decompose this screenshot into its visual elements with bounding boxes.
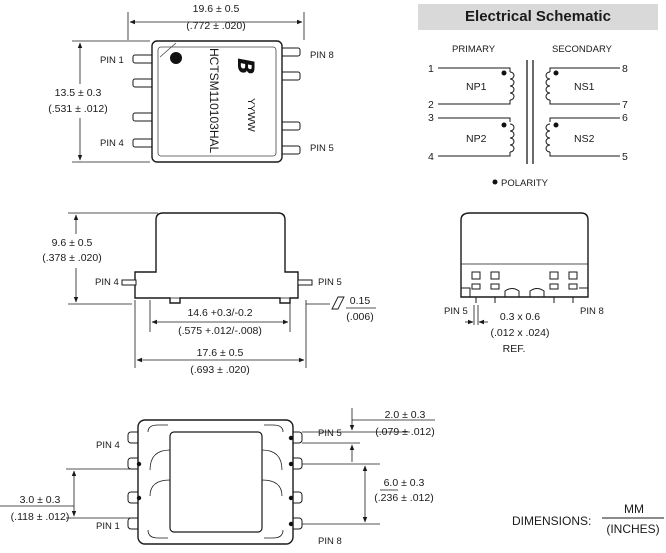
side-pin4-label: PIN 4 <box>95 277 119 288</box>
span-mm: 6.0 ± 0.3 <box>384 477 425 489</box>
bottom-body <box>137 419 294 545</box>
bottom-pin4-label: PIN 4 <box>96 440 120 451</box>
side-inner-mm: 14.6 +0.3/-0.2 <box>187 307 252 319</box>
top-pin5-label: PIN 5 <box>310 143 334 154</box>
side-lead-right <box>297 279 313 286</box>
schem-pin-1: 1 <box>428 63 434 75</box>
bottom-pin5-label: PIN 5 <box>318 428 342 439</box>
schem-pin-4: 4 <box>428 151 434 163</box>
pitch-mm: 2.0 ± 0.3 <box>385 409 426 421</box>
coil-ns1 <box>545 71 551 101</box>
end-pin5-label: PIN 5 <box>444 306 468 317</box>
units-mm: MM <box>624 502 644 516</box>
secondary-label: SECONDARY <box>552 44 613 55</box>
coil-np2 <box>509 123 515 153</box>
primary-label: PRIMARY <box>452 44 496 55</box>
side-outer-mm: 17.6 ± 0.5 <box>197 347 244 359</box>
end-view: PIN 5 PIN 8 0.3 x 0.6 (.012 x .024) REF. <box>444 212 604 355</box>
schem-pin-6: 6 <box>622 112 628 124</box>
lead-size-mm: 0.3 x 0.6 <box>500 311 540 323</box>
units-in: (INCHES) <box>606 522 659 536</box>
span-in: (.236 ± .012) <box>374 492 433 504</box>
polarity-label: POLARITY <box>501 178 549 189</box>
pitch-in: (.079 ± .012) <box>375 426 434 438</box>
flatness-icon <box>331 296 345 310</box>
top-body <box>151 40 283 163</box>
top-width-mm: 19.6 ± 0.5 <box>193 3 240 15</box>
flatness-in: (.006) <box>346 311 373 323</box>
label-np1: NP1 <box>466 81 487 93</box>
edge-mm: 3.0 ± 0.3 <box>20 494 61 506</box>
top-pin4-label: PIN 4 <box>100 138 124 149</box>
side-height-in: (.378 ± .020) <box>42 252 101 264</box>
schem-pin-2: 2 <box>428 99 434 111</box>
top-pin8-label: PIN 8 <box>310 50 334 61</box>
schem-pin-5: 5 <box>622 151 628 163</box>
label-ns2: NS2 <box>574 133 595 145</box>
flatness-mm: 0.15 <box>350 295 371 307</box>
lead-size-in: (.012 x .024) <box>491 327 550 339</box>
top-height-mm: 13.5 ± 0.3 <box>55 87 102 99</box>
label-np2: NP2 <box>466 133 487 145</box>
pin1-dot <box>170 52 182 64</box>
top-height-in: (.531 ± .012) <box>48 103 107 115</box>
coil-ns2 <box>545 123 551 153</box>
top-width-in: (.772 ± .020) <box>186 20 245 32</box>
units-legend: DIMENSIONS: MM (INCHES) <box>512 502 664 536</box>
brand-logo: B <box>232 58 257 75</box>
top-pin1-label: PIN 1 <box>100 55 124 66</box>
side-view: 9.6 ± 0.5 (.378 ± .020) PIN 4 PIN 5 14.6… <box>42 212 376 376</box>
bottom-pin1-label: PIN 1 <box>96 521 120 532</box>
schem-pin-8: 8 <box>622 63 628 75</box>
end-pin8-label: PIN 8 <box>580 306 604 317</box>
top-view: 19.6 ± 0.5 (.772 ± .020) 13.5 ± 0.3 (.53… <box>48 3 334 163</box>
lead-size-ref: REF. <box>503 343 526 355</box>
coil-np1 <box>509 71 515 101</box>
units-label: DIMENSIONS: <box>512 514 591 528</box>
schematic: PRIMARY SECONDARY 1 2 3 4 5 6 7 8 <box>428 44 628 189</box>
side-outer-in: (.693 ± .020) <box>190 364 249 376</box>
side-pin5-label: PIN 5 <box>318 277 342 288</box>
schem-pin-7: 7 <box>622 99 628 111</box>
date-code: YYWW <box>245 98 257 132</box>
label-ns1: NS1 <box>574 81 595 93</box>
schem-pin-3: 3 <box>428 112 434 124</box>
part-number: HCTSM110103HAL <box>207 48 221 153</box>
schematic-title: Electrical Schematic <box>418 4 658 30</box>
bottom-pin8-label: PIN 8 <box>318 536 342 547</box>
side-height-mm: 9.6 ± 0.5 <box>52 237 93 249</box>
bottom-view: PIN 4 PIN 1 PIN 5 PIN 8 2.0 ± 0.3 (.079 … <box>0 408 435 547</box>
side-inner-in: (.575 +.012/-.008) <box>178 325 262 337</box>
edge-in: (.118 ± .012) <box>11 511 70 523</box>
side-body <box>134 212 299 304</box>
side-lead-left <box>121 279 137 286</box>
polarity-dot-icon <box>492 179 498 185</box>
